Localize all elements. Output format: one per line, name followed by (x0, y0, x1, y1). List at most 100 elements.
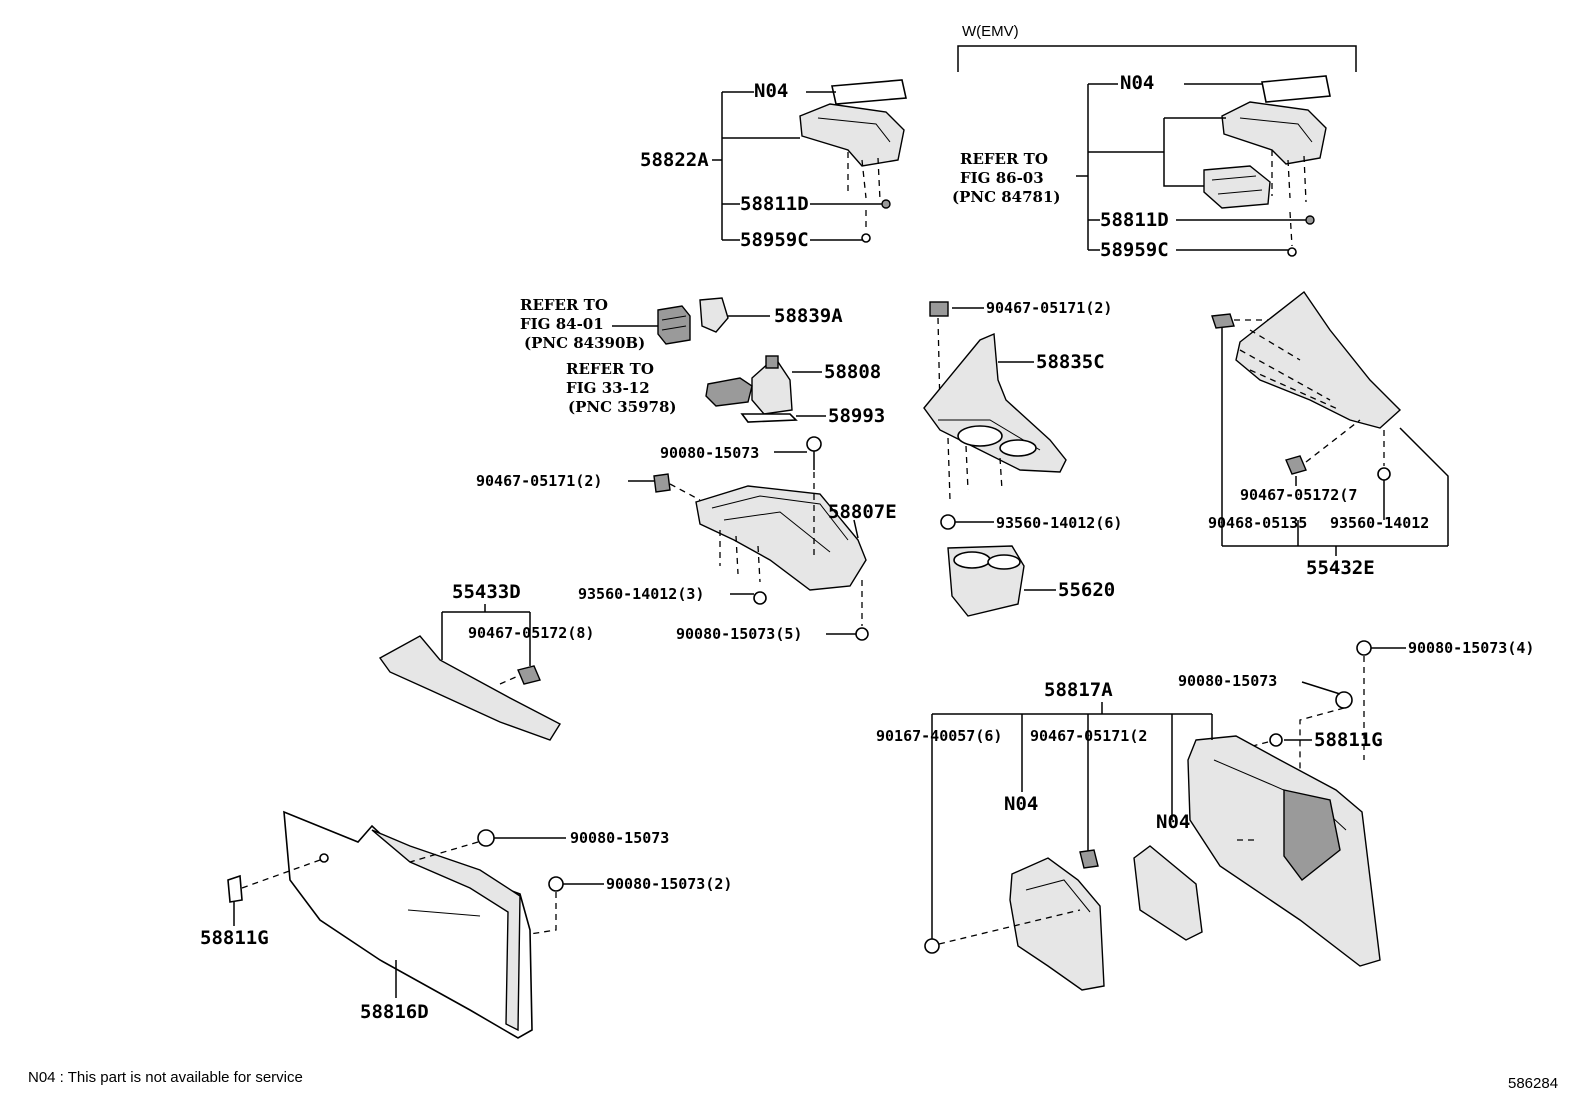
reference-fig-33-12-line3: (PNC 35978) (568, 398, 677, 416)
callout-n04: N04 (1156, 811, 1190, 833)
screw-part (1356, 640, 1372, 656)
callout-55433D: 55433D (452, 581, 521, 603)
side-trim-right-group: 90467-05172(7 90468-05135 93560-14012 55… (1208, 290, 1449, 579)
callout-90467-05171-2: 90467-05171(2) (986, 299, 1112, 317)
lower-panel-edge-part (371, 829, 521, 1032)
side-trim-left-group: 55433D 90467-05172(8) (378, 581, 594, 741)
cup-opening (953, 551, 991, 569)
hole-part (319, 853, 329, 863)
callout-58808: 58808 (824, 361, 881, 383)
emv-inner-part (1203, 165, 1271, 209)
callout-58811G: 58811G (200, 927, 269, 949)
reference-fig-84-01-line2: FIG 84-01 (520, 315, 604, 333)
clip-part (227, 874, 243, 903)
callout-58811D: 58811D (740, 193, 809, 215)
plate-part (740, 413, 798, 423)
callout-93560-14012: 93560-14012 (1330, 514, 1429, 532)
clip-part (517, 665, 541, 685)
screw-part (924, 938, 940, 954)
cover-part (1133, 845, 1203, 941)
clip-part (1079, 849, 1099, 869)
screw-part (548, 876, 564, 892)
panel-bracket-part (1283, 789, 1341, 881)
shift-module-part (705, 377, 753, 407)
callout-58816D: 58816D (360, 1001, 429, 1023)
callout-90167-40057-6: 90167-40057(6) (876, 727, 1002, 745)
clip-part (861, 233, 871, 243)
callout-90080-15073-2: 90080-15073(2) (606, 875, 732, 893)
screw-part (1335, 691, 1353, 709)
screw-part (477, 829, 495, 847)
cup-opening (999, 439, 1037, 457)
lid-pad-part (1261, 75, 1331, 103)
callout-90467-05171-2: 90467-05171(2) (476, 472, 602, 490)
switch-part (657, 305, 691, 345)
callout-58822A: 58822A (640, 149, 709, 171)
reference-fig-86-03-line2: FIG 86-03 (960, 169, 1044, 187)
callout-58839A: 58839A (774, 305, 843, 327)
callout-90468-05135: 90468-05135 (1208, 514, 1307, 532)
screw-part (855, 627, 869, 641)
screw-part (940, 514, 956, 530)
console-lid-part (1221, 101, 1327, 165)
clip-part (1211, 313, 1235, 329)
console-lid-part (799, 103, 905, 167)
reference-fig-33-12-line1: REFER TO (566, 360, 654, 378)
callout-n04: N04 (1120, 72, 1154, 94)
callout-58959C: 58959C (1100, 239, 1169, 261)
callout-58817A: 58817A (1044, 679, 1113, 701)
console-lid-assembly-left: N04 58822A 58811D 58959C (640, 79, 907, 251)
callout-58835C: 58835C (1036, 351, 1105, 373)
reference-fig-86-03-line3: (PNC 84781) (952, 188, 1061, 206)
lower-panel-part (283, 810, 533, 1039)
console-box-group: 90080-15073 90467-05171(2) 58807E 93560-… (476, 436, 897, 643)
duct-bracket-part (1009, 857, 1105, 991)
clip-part (1285, 455, 1307, 475)
callout-90080-15073-5: 90080-15073(5) (676, 625, 802, 643)
clip-part (929, 301, 949, 317)
reference-fig-33-12-line2: FIG 33-12 (566, 379, 650, 397)
shift-switch-group: 58839A REFER TO FIG 84-01 (PNC 84390B) 5… (520, 296, 885, 427)
lower-panel-left-group: 58811G 90080-15073 90080-15073(2) 58816D (200, 810, 732, 1039)
variant-bracket: W(EMV) (957, 23, 1357, 72)
callout-n04: N04 (1004, 793, 1038, 815)
shift-boot-part (751, 361, 793, 415)
center-trim-group: 90467-05171(2) 58835C 93560-14012(6) 556… (923, 299, 1122, 617)
callout-90080-15073: 90080-15073 (1178, 672, 1277, 690)
cup-opening (987, 554, 1021, 570)
reference-fig-84-01-line3: (PNC 84390B) (524, 334, 645, 352)
variant-label: W(EMV) (962, 23, 1019, 40)
callout-90080-15073-4: 90080-15073(4) (1408, 639, 1534, 657)
clip-part (653, 473, 671, 493)
callout-93560-14012-6: 93560-14012(6) (996, 514, 1122, 532)
screw-part (753, 591, 767, 605)
illustration-number: 586284 (1508, 1075, 1558, 1092)
side-trim-part (1235, 290, 1402, 429)
screw-part (806, 436, 822, 452)
lid-pad-part (831, 79, 907, 105)
callout-58807E: 58807E (828, 501, 897, 523)
callout-55620: 55620 (1058, 579, 1115, 601)
clip-part (1287, 247, 1297, 257)
screw-part (1377, 467, 1391, 481)
callout-90467-05171-2: 90467-05171(2 (1030, 727, 1147, 745)
callout-58811G: 58811G (1314, 729, 1383, 751)
shift-knob-base-part (765, 355, 779, 369)
callout-93560-14012-3: 93560-14012(3) (578, 585, 704, 603)
console-box-part (695, 485, 867, 591)
callout-90080-15073: 90080-15073 (570, 829, 669, 847)
callout-58811D: 58811D (1100, 209, 1169, 231)
callout-90467-05172-7: 90467-05172(7 (1240, 486, 1357, 504)
side-trim-part (378, 635, 561, 741)
cup-opening (957, 425, 1003, 447)
reference-fig-86-03-line1: REFER TO (960, 150, 1048, 168)
reference-fig-84-01-line1: REFER TO (520, 296, 608, 314)
callout-90080-15073: 90080-15073 (660, 444, 759, 462)
callout-58959C: 58959C (740, 229, 809, 251)
callout-90467-05172-8: 90467-05172(8) (468, 624, 594, 642)
clip-part (1305, 215, 1315, 225)
callout-58993: 58993 (828, 405, 885, 427)
console-lid-assembly-right: N04 58811D 58959C REFER TO FIG 86-03 (PN… (952, 72, 1331, 261)
